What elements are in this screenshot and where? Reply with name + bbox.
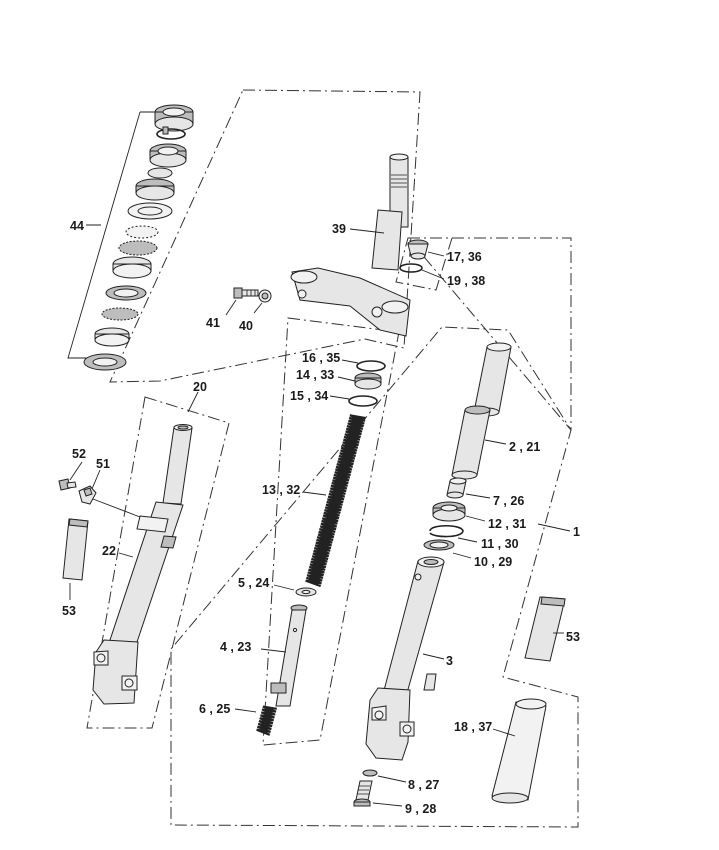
reflector-53-right bbox=[524, 596, 566, 662]
leader-7 bbox=[465, 493, 491, 499]
rebound-spring-6 bbox=[256, 705, 277, 736]
steering-stem bbox=[290, 153, 411, 337]
leader-19 bbox=[421, 269, 445, 280]
circlip-16 bbox=[356, 360, 386, 372]
mount-guide-line bbox=[92, 498, 141, 518]
leader-39 bbox=[349, 228, 385, 234]
outline-left-fork-group bbox=[86, 396, 230, 729]
clip-51 bbox=[78, 485, 97, 505]
label-8: 8 , 27 bbox=[408, 778, 439, 792]
label-41: 41 bbox=[206, 316, 220, 330]
steering-bearing-stack bbox=[67, 104, 194, 371]
leader-22 bbox=[118, 552, 134, 558]
leader-6 bbox=[234, 708, 257, 713]
label-16: 16 , 35 bbox=[302, 351, 340, 365]
fork-spring-13 bbox=[305, 414, 366, 588]
label-51: 51 bbox=[96, 457, 110, 471]
label-20: 20 bbox=[193, 380, 207, 394]
label-12: 12 , 31 bbox=[488, 517, 526, 531]
outline-spring-group bbox=[262, 317, 400, 746]
label-7: 7 , 26 bbox=[493, 494, 524, 508]
cover-tube-18 bbox=[491, 698, 547, 804]
label-15: 15 , 34 bbox=[290, 389, 328, 403]
leader-2 bbox=[484, 439, 507, 445]
leader-16 bbox=[341, 359, 359, 364]
bushing-7 bbox=[446, 477, 467, 499]
damper-rod-4 bbox=[270, 604, 308, 707]
label-6: 6 , 25 bbox=[199, 702, 230, 716]
label-10: 10 , 29 bbox=[474, 555, 512, 569]
pinch-nut bbox=[258, 289, 272, 303]
label-11: 11 , 30 bbox=[481, 537, 519, 551]
leader-9 bbox=[372, 802, 403, 807]
washer-5 bbox=[295, 587, 317, 597]
label-9: 9 , 28 bbox=[405, 802, 436, 816]
label-53b: 53 bbox=[566, 630, 580, 644]
oil-seal-12 bbox=[432, 501, 466, 522]
leader-11 bbox=[457, 537, 478, 543]
label-1: 1 bbox=[573, 525, 580, 539]
leader-12 bbox=[465, 515, 486, 522]
spring-seat-14 bbox=[354, 372, 382, 390]
dust-seal-10 bbox=[423, 539, 455, 551]
label-19: 19 , 38 bbox=[447, 274, 485, 288]
oring-15 bbox=[348, 395, 378, 407]
label-14: 14 , 33 bbox=[296, 368, 334, 382]
inner-tube-upper bbox=[473, 342, 512, 417]
outer-tube-3 bbox=[365, 556, 445, 761]
label-17: 17, 36 bbox=[447, 250, 482, 264]
leader-17 bbox=[427, 251, 445, 257]
leader-1 bbox=[537, 523, 571, 532]
screw-52 bbox=[58, 478, 77, 491]
outline-steering-stem-group bbox=[109, 89, 421, 383]
bolt-9 bbox=[353, 780, 373, 807]
label-40: 40 bbox=[239, 319, 253, 333]
leader-41 bbox=[225, 299, 237, 316]
leader-8 bbox=[377, 775, 407, 783]
fork-cap-oring bbox=[399, 263, 423, 273]
label-18: 18 , 37 bbox=[454, 720, 492, 734]
leader-13 bbox=[302, 491, 327, 496]
leader-20 bbox=[187, 391, 199, 413]
label-22: 22 bbox=[102, 544, 116, 558]
reflector-53-left bbox=[62, 518, 89, 581]
inner-tube-2 bbox=[451, 405, 491, 480]
outline-right-fork-group bbox=[170, 237, 579, 828]
label-53a: 53 bbox=[62, 604, 76, 618]
leader-18 bbox=[492, 728, 516, 737]
circlip-11 bbox=[429, 524, 464, 538]
leader-40 bbox=[253, 302, 263, 314]
leader-15 bbox=[329, 395, 350, 400]
label-4: 4 , 23 bbox=[220, 640, 251, 654]
leader-52 bbox=[69, 461, 83, 481]
leader-14 bbox=[337, 376, 356, 382]
leader-3 bbox=[422, 653, 445, 660]
label-44: 44 bbox=[70, 219, 84, 233]
leader-10 bbox=[452, 552, 472, 559]
pinch-bolt bbox=[233, 287, 259, 299]
label-5: 5 , 24 bbox=[238, 576, 269, 590]
leader-5 bbox=[273, 584, 295, 591]
washer-8 bbox=[362, 769, 378, 777]
label-2: 2 , 21 bbox=[509, 440, 540, 454]
label-3: 3 bbox=[446, 654, 453, 668]
leader-4 bbox=[260, 648, 287, 653]
left-fork-leg-22 bbox=[92, 424, 193, 705]
label-39: 39 bbox=[332, 222, 346, 236]
fork-cap-bolt bbox=[407, 239, 429, 260]
leader-51 bbox=[91, 469, 101, 490]
label-52: 52 bbox=[72, 447, 86, 461]
label-13: 13 , 32 bbox=[262, 483, 300, 497]
